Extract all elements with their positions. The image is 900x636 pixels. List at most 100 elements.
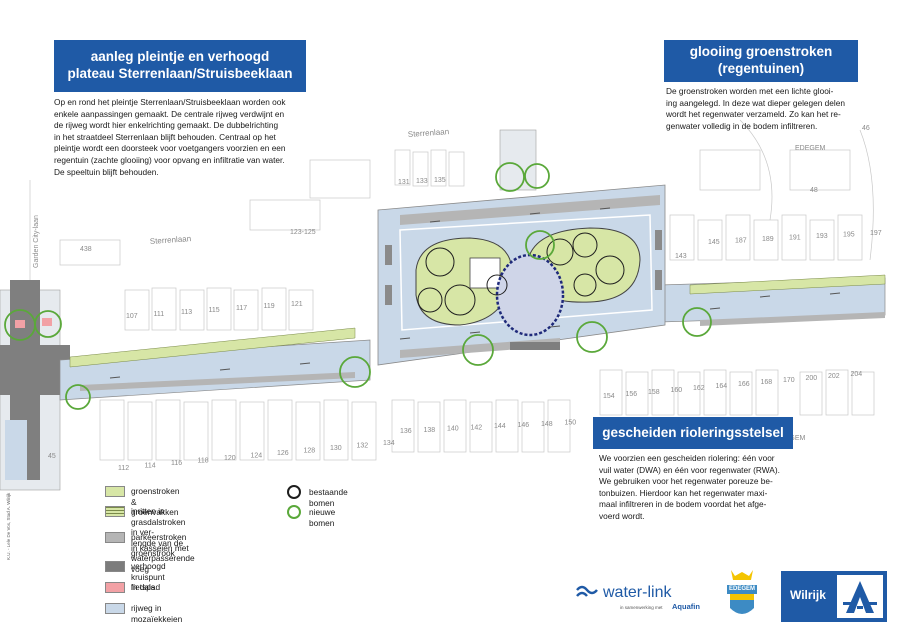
desc-line: ing aangelegd. In deze wat dieper gelege… bbox=[666, 97, 845, 108]
house-number: 121 bbox=[291, 301, 303, 308]
direction-arrows bbox=[109, 207, 841, 379]
legend-label: parkeerstroken in kasseien met bbox=[131, 532, 189, 553]
legend-item-parking: parkeerstroken in kasseien met waterpass… bbox=[105, 532, 195, 574]
title-green-strips: glooiing groenstroken (regentuinen) bbox=[664, 40, 858, 82]
house-number: 120 bbox=[224, 455, 236, 462]
title-sewer-text: gescheiden rioleringsstelsel bbox=[602, 424, 784, 440]
house-number: 115 bbox=[209, 307, 220, 314]
driveway-swatch bbox=[105, 506, 125, 517]
building-outlines bbox=[29, 119, 875, 470]
bike-swatch bbox=[105, 582, 125, 593]
credit-text: K.U. - Lele De Vos, Stad A. Wilrijk bbox=[6, 492, 11, 560]
desc-line: De speeltuin blijft behouden. bbox=[54, 166, 159, 177]
house-123: 123-125 bbox=[290, 229, 316, 236]
description-sewer: We voorzien een gescheiden riolering: éé… bbox=[599, 453, 795, 523]
road-swatch bbox=[105, 603, 125, 614]
house-143: 143 bbox=[675, 253, 687, 260]
legend-item-green: groenstroken & groenvakken bbox=[105, 486, 179, 518]
house-46: 46 bbox=[862, 125, 870, 132]
legend-label-block: inritten in grasdalstroken in ver- lengd… bbox=[131, 506, 185, 559]
legend-label: bestaande bomen bbox=[309, 487, 348, 508]
existing-tree-icon bbox=[287, 485, 301, 499]
title-green-line2: (regentuinen) bbox=[717, 61, 805, 76]
desc-line: de rijweg wordt hier enkelrichting gemaa… bbox=[54, 120, 279, 131]
title-green-line1: glooiing groenstroken bbox=[689, 44, 833, 60]
desc-line: De groenstroken worden met een lichte gl… bbox=[666, 86, 834, 96]
legend-label: groenstroken & groenvakken bbox=[131, 486, 180, 517]
house-number: 154 bbox=[603, 393, 615, 400]
house-number: 126 bbox=[277, 450, 289, 457]
street-garden-city: Garden City-laan bbox=[33, 215, 40, 268]
desc-line: Op en rond het pleintje Sterrenlaan/Stru… bbox=[54, 97, 286, 107]
water-link-wave-icon bbox=[576, 585, 598, 597]
house-number: 107 bbox=[126, 313, 138, 320]
antwerp-a-icon bbox=[843, 581, 877, 613]
house-number: 164 bbox=[716, 383, 728, 390]
legend-label: nieuwe bomen bbox=[309, 507, 336, 528]
legend-item-existing-trees: bestaande bomen bbox=[287, 485, 348, 508]
house-48: 48 bbox=[810, 187, 818, 194]
raised-swatch bbox=[105, 561, 125, 572]
house-number: 162 bbox=[693, 385, 705, 392]
house-number: 144 bbox=[494, 423, 506, 430]
desc-line: regentuin (zachte glooiing) voor opvang … bbox=[54, 154, 285, 165]
house-number: 160 bbox=[671, 387, 683, 394]
legend-item-raised: verhoogd kruispunt in dals bbox=[105, 561, 166, 593]
house-number: 145 bbox=[708, 239, 720, 246]
legend-item-road: rijweg in mozaïekkeien bbox=[105, 603, 182, 624]
house-number: 200 bbox=[806, 375, 818, 382]
aquafin-text: Aquafin bbox=[672, 602, 700, 611]
legend-label: lengde van de groenstrook bbox=[131, 537, 184, 559]
title-square-plateau: aanleg pleintje en verhoogd plateau Ster… bbox=[54, 40, 306, 92]
house-number: 148 bbox=[541, 421, 553, 428]
legend-label: fietspad bbox=[131, 582, 161, 592]
new-tree-icon bbox=[287, 505, 301, 519]
desc-line: We gebruiken voor het regenwater poreuze… bbox=[599, 476, 773, 487]
legend-item-bike: fietspad bbox=[105, 582, 160, 593]
legend-item-new-trees: nieuwe bomen bbox=[287, 505, 335, 528]
plaza bbox=[377, 184, 666, 366]
legend-label-block: parkeerstroken in kasseien met waterpass… bbox=[131, 532, 195, 574]
new-trees bbox=[4, 162, 712, 410]
house-number: 112 bbox=[118, 465, 129, 472]
house-number: 132 bbox=[357, 443, 369, 450]
house-number: 128 bbox=[304, 448, 316, 455]
house-number: 193 bbox=[816, 233, 828, 240]
house-number: 170 bbox=[783, 377, 795, 384]
desc-line: maal infiltreren in de bodem voordat het… bbox=[599, 499, 767, 510]
street-sterrenlaan-left: Sterrenlaan bbox=[150, 234, 192, 246]
house-number: 138 bbox=[424, 427, 436, 434]
house-number: 111 bbox=[154, 311, 165, 318]
water-link-text: water-link bbox=[603, 584, 672, 601]
house-number: 195 bbox=[843, 232, 855, 239]
legend-item-driveway: inritten in grasdalstroken in ver- lengd… bbox=[105, 506, 185, 559]
desc-line: genwater volledig in de bodem infiltrere… bbox=[666, 120, 818, 131]
house-number: 130 bbox=[330, 445, 342, 452]
house-number: 140 bbox=[447, 426, 459, 433]
house-number: 187 bbox=[735, 238, 747, 245]
house-number: 113 bbox=[181, 309, 192, 316]
desc-line: enkele aanpassingen gemaakt. De centrale… bbox=[54, 108, 285, 119]
house-number: 166 bbox=[738, 381, 750, 388]
existing-trees bbox=[417, 232, 625, 316]
house-number: 146 bbox=[518, 422, 530, 429]
parking-swatch bbox=[105, 532, 125, 543]
legend-label: rijweg in mozaïekkeien bbox=[131, 603, 183, 624]
map-labels: Sterrenlaan Sterrenlaan Garden City-laan… bbox=[33, 125, 882, 472]
title-square-line2: plateau Sterrenlaan/Struisbeeklaan bbox=[67, 66, 293, 81]
house-number: 118 bbox=[198, 458, 209, 465]
house-45: 45 bbox=[48, 453, 56, 460]
desc-line: tonbuizen. Hierdoor kan het regenwater m… bbox=[599, 487, 768, 498]
green-swatch bbox=[105, 486, 125, 497]
title-square-line1: aanleg pleintje en verhoogd bbox=[90, 49, 270, 65]
house-number: 131 bbox=[398, 179, 410, 186]
desc-line: wordt het regenwater verzameld. Zo kan h… bbox=[666, 109, 841, 120]
district-right: EDEGEM bbox=[795, 145, 826, 152]
wilrijk-text: Wilrijk bbox=[790, 588, 826, 602]
house-number: 191 bbox=[789, 235, 801, 242]
